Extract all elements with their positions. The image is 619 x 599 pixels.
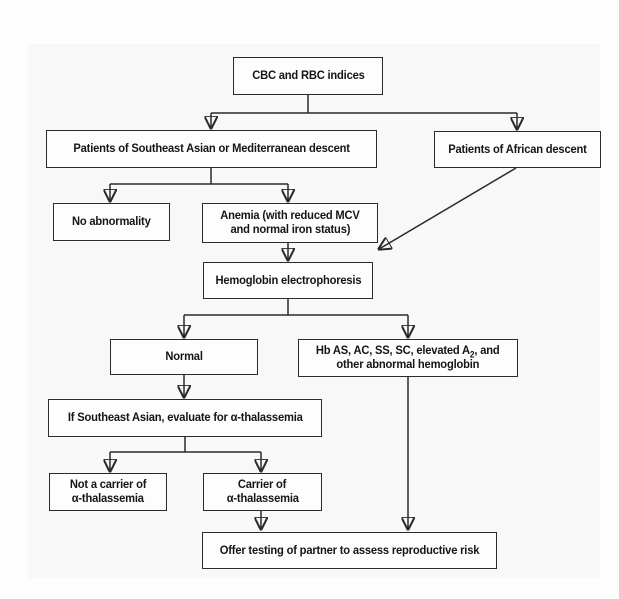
node-hemoglobin-electrophoresis-label: Hemoglobin electrophoresis <box>215 272 361 287</box>
node-anemia: Anemia (with reduced MCV and normal iron… <box>202 203 378 243</box>
node-normal: Normal <box>110 339 258 375</box>
node-carrier-line1: Carrier of <box>238 477 287 492</box>
node-not-carrier-line1: Not a carrier of <box>69 477 147 492</box>
node-anemia-line1: Anemia (with reduced MCV <box>220 208 360 223</box>
node-carrier-line2: α-thalassemia <box>226 491 299 505</box>
node-hemoglobin-electrophoresis: Hemoglobin electrophoresis <box>203 262 373 299</box>
node-normal-label: Normal <box>165 349 203 364</box>
node-no-abnormality: No abnormality <box>53 203 170 241</box>
node-offer-partner-testing-label: Offer testing of partner to assess repro… <box>219 542 480 557</box>
node-african-descent: Patients of African descent <box>434 131 601 168</box>
node-cbc-indices-label: CBC and RBC indices <box>251 68 365 83</box>
node-hb-abnormal-line1-sub: 2 <box>470 349 475 360</box>
node-carrier: Carrier of α-thalassemia <box>203 473 322 511</box>
node-no-abnormality-label: No abnormality <box>72 214 151 229</box>
node-se-asian-descent: Patients of Southeast Asian or Mediterra… <box>46 130 377 168</box>
node-evaluate-alpha-thalassemia-label: If Southeast Asian, evaluate for α-thala… <box>67 410 303 425</box>
node-hb-abnormal-line1-pre: Hb AS, AC, SS, SC, elevated A <box>316 343 471 358</box>
node-anemia-line2: and normal iron status) <box>230 222 350 236</box>
node-not-carrier-line2: α-thalassemia <box>71 491 145 505</box>
node-african-descent-label: Patients of African descent <box>448 141 587 156</box>
node-hb-abnormal-line1-post: , and <box>474 343 500 358</box>
node-hb-abnormal: Hb AS, AC, SS, SC, elevated A2, and othe… <box>298 339 518 377</box>
node-cbc-indices: CBC and RBC indices <box>233 57 383 95</box>
node-offer-partner-testing: Offer testing of partner to assess repro… <box>202 532 497 569</box>
node-not-carrier: Not a carrier of α-thalassemia <box>49 473 167 511</box>
node-hb-abnormal-line2: other abnormal hemoglobin <box>336 357 480 371</box>
node-se-asian-descent-label: Patients of Southeast Asian or Mediterra… <box>73 141 350 156</box>
node-evaluate-alpha-thalassemia: If Southeast Asian, evaluate for α-thala… <box>48 399 322 437</box>
node-hb-abnormal-line1: Hb AS, AC, SS, SC, elevated A2, and <box>316 343 500 360</box>
